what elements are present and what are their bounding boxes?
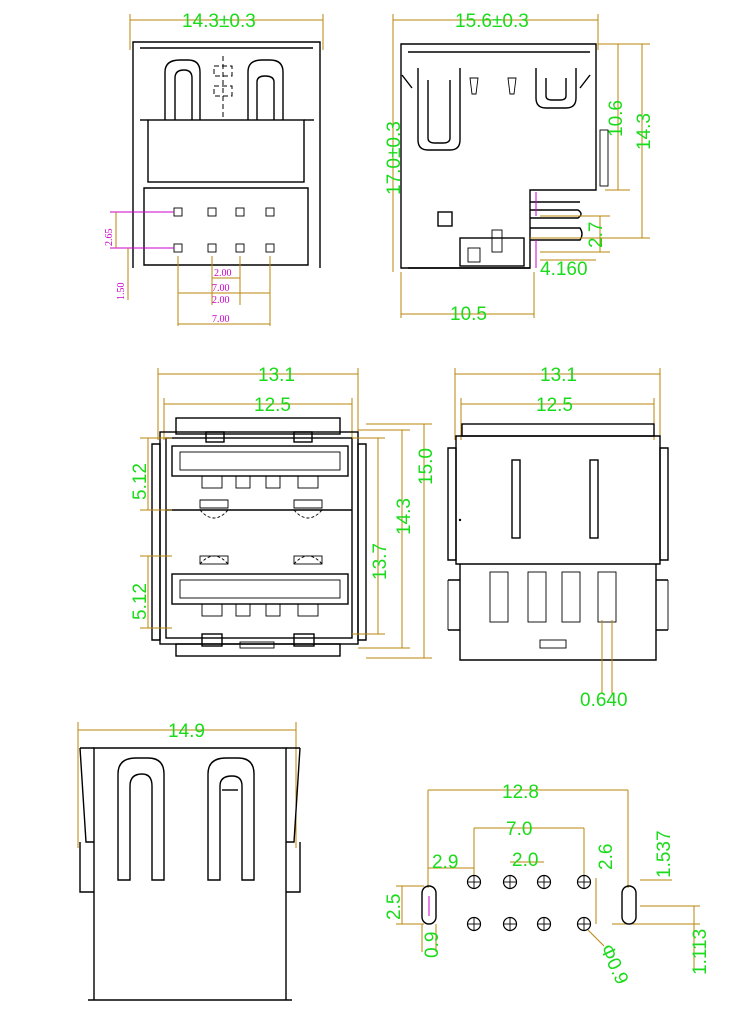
dim-side-right-2: 14.3 [634,113,655,150]
dim-fp-slot-height: 2.5 [384,894,405,920]
dim-mid-outer-width: 13.1 [258,365,295,386]
view-footprint: 12.8 7.0 2.9 2.0 2.6 1.537 1.113 2.5 0.9 [384,782,711,988]
dim-back-outer-width: 13.1 [540,365,577,386]
dim-mid-inner-height: 13.7 [370,543,391,580]
view-back-middle: 13.1 12.5 0.640 [447,365,669,711]
dim-side-right-3: 2.7 [586,222,607,248]
dim-fp-pin-span: 7.0 [506,819,532,840]
dim-fp-hole-dia: Φ0.9 [595,941,632,988]
dim-side-right-4: 4.160 [540,259,588,280]
dim-fp-offset-left: 2.9 [432,852,458,873]
dim-top-width: 14.9 [168,721,205,742]
footprint-holes [466,874,592,932]
view-front-middle: 13.1 12.5 [130,365,437,659]
dim-fp-right-2: 1.113 [690,929,711,975]
dim-mid-inner-width: 12.5 [254,395,291,416]
dim-side-right-1: 10.6 [606,100,627,137]
dim-front-pitch-2: 1.50 [116,283,127,301]
dim-back-pin: 0.640 [580,690,628,711]
dim-fp-pin-pitch: 2.0 [512,850,538,871]
dim-side-width: 15.6±0.3 [455,11,529,32]
dim-front-width: 14.3±0.3 [182,11,256,32]
dim-front-pitch-3: 2.00 [214,268,232,279]
dim-mid-height: 14.3 [394,498,415,535]
dim-mid-port-bottom: 5.12 [130,583,151,620]
dim-mid-outer-height: 15.0 [416,448,437,485]
dim-front-pitch-5: 2.00 [212,295,230,306]
dim-front-pitch-6: 7.00 [212,314,230,325]
dim-side-bottom: 10.5 [450,304,487,325]
dim-front-pitch-1: 2.65 [104,229,115,247]
dim-side-height: 17.0±0.3 [384,121,405,195]
dim-fp-row-offset: 2.6 [596,844,617,870]
dim-mid-port-top: 5.12 [130,463,151,500]
dim-back-inner-width: 12.5 [536,395,573,416]
dim-fp-right-1: 1.537 [654,830,675,878]
view-front-top: 14.3±0.3 2.65 1.50 [104,11,324,326]
dim-fp-slot-width: 0.9 [422,932,443,958]
view-top-bottom: 14.9 [77,721,301,1001]
view-side-top: 15.6±0.3 17.0±0.3 10.6 14.3 [384,11,655,325]
dim-fp-total-width: 12.8 [502,782,539,803]
dim-front-pitch-4: 7.00 [212,283,230,294]
